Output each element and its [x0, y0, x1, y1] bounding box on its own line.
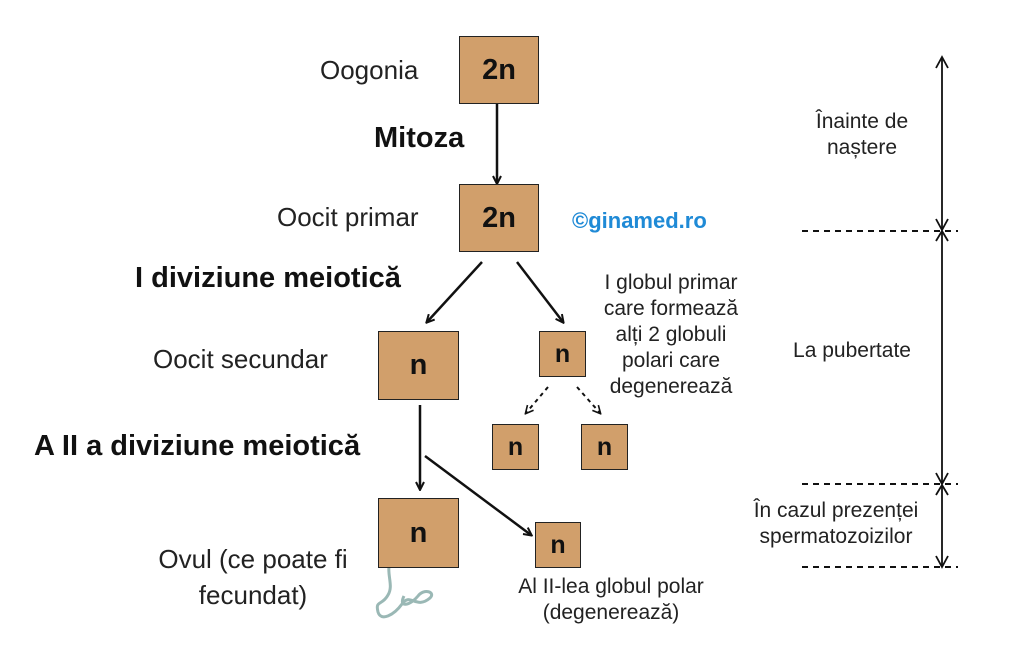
timeline-sperm-line: În cazul prezenței: [753, 499, 919, 522]
primary-oocyte-ploidy: 2n: [482, 201, 516, 234]
polar-child-right-ploidy: n: [596, 432, 613, 461]
meiosis2-label: A II a diviziune meiotică: [34, 430, 361, 462]
second-polar-note-line: (degenerează): [542, 601, 680, 624]
ovum-label: Ovul (ce poate fi fecundat): [135, 541, 371, 613]
timeline-sperm-label: În cazul prezenței spermatozoizilor: [736, 498, 936, 550]
ovum-ploidy: n: [409, 517, 428, 549]
second-polar-body-ploidy: n: [550, 530, 566, 559]
oogonia-ploidy: 2n: [482, 53, 516, 86]
meiosis1-left-arrow: [427, 261, 483, 322]
first-polar-note-line: care formează: [603, 297, 739, 320]
first-polar-note-line: alți 2 globuli: [615, 323, 727, 346]
first-polar-body-box: n: [539, 331, 586, 377]
timeline-puberty-label: La pubertate: [793, 339, 911, 362]
oogonia-label: Oogonia: [320, 55, 419, 85]
second-polar-body-box: n: [535, 522, 581, 568]
ovum-label-line: Ovul (ce poate fi: [158, 544, 348, 574]
secondary-oocyte-box: n: [378, 331, 459, 400]
watermark: ©ginamed.ro: [572, 208, 707, 233]
second-polar-note: Al II-lea globul polar (degenerează): [495, 574, 727, 626]
polar-child-right-box: n: [581, 424, 628, 470]
polar-right-dashed-arrow: [576, 386, 600, 413]
timeline-sperm-line: spermatozoizilor: [759, 525, 913, 548]
ovum-label-line: fecundat): [198, 580, 308, 610]
first-polar-body-ploidy: n: [554, 339, 571, 368]
timeline-before-birth-line: naștere: [826, 136, 898, 159]
timeline-before-birth-line: Înainte de: [815, 110, 909, 133]
meiosis1-right-arrow: [516, 261, 563, 322]
second-polar-note-line: Al II-lea globul polar: [518, 575, 704, 598]
first-polar-note-line: degenerează: [609, 375, 733, 398]
first-polar-note-line: polari care: [621, 349, 721, 372]
meiosis1-label: I diviziune meiotică: [135, 262, 401, 294]
primary-oocyte-box: 2n: [459, 184, 539, 252]
secondary-oocyte-label: Oocit secundar: [153, 344, 328, 374]
polar-child-left-box: n: [492, 424, 539, 470]
first-polar-note: I globul primar care formează alți 2 glo…: [588, 270, 754, 400]
oogonia-box: 2n: [459, 36, 539, 104]
polar-child-left-ploidy: n: [507, 432, 524, 461]
first-polar-note-line: I globul primar: [604, 271, 738, 294]
mitosis-label: Mitoza: [374, 122, 465, 154]
primary-oocyte-label: Oocit primar: [277, 202, 419, 232]
meiosis2-diag-arrow: [424, 454, 531, 535]
timeline-before-birth-label: Înainte de naștere: [792, 109, 932, 161]
polar-left-dashed-arrow: [526, 386, 549, 413]
secondary-oocyte-ploidy: n: [409, 349, 428, 381]
ovum-box: n: [378, 498, 459, 568]
